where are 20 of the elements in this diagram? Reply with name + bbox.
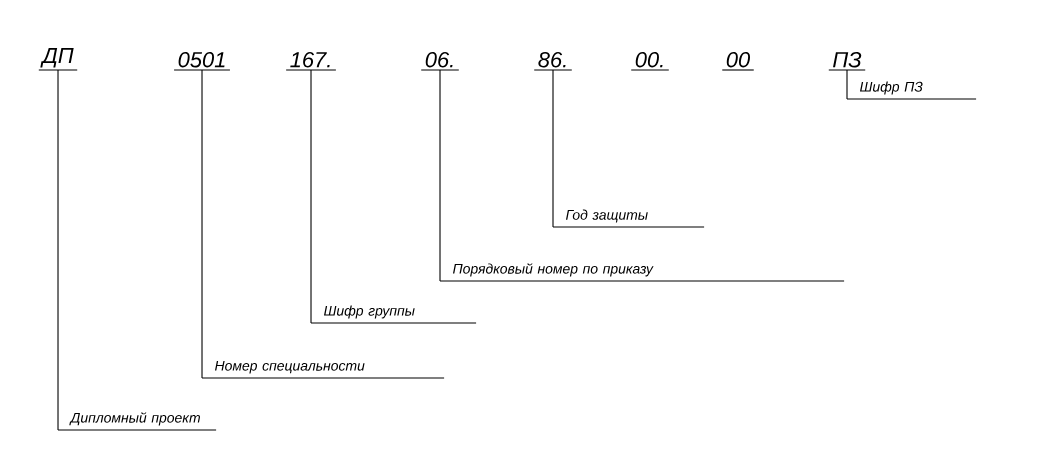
- description-label: Шифр ПЗ: [846, 81, 977, 100]
- code-segment: ДП: [38, 48, 78, 71]
- leader-line: [846, 69, 848, 100]
- description-label: Год защиты: [552, 209, 705, 228]
- code-segment: 00.: [630, 51, 670, 71]
- leader-line: [552, 69, 554, 228]
- code-segment: 86.: [533, 51, 573, 71]
- code-segment: 167.: [285, 51, 337, 71]
- description-label: Порядковый номер по приказу: [439, 263, 845, 282]
- code-segment: 00: [721, 51, 755, 71]
- leader-line: [310, 69, 312, 324]
- description-label: Шифр группы: [310, 305, 477, 324]
- leader-line: [57, 69, 59, 431]
- code-segment: 0501: [173, 51, 231, 71]
- code-segment: ПЗ: [828, 51, 866, 71]
- leader-line: [201, 69, 203, 379]
- description-label: Номер специальности: [201, 360, 445, 379]
- code-segment: 06.: [420, 51, 460, 71]
- description-label: Дипломный проект: [57, 412, 217, 431]
- leader-line: [439, 69, 441, 282]
